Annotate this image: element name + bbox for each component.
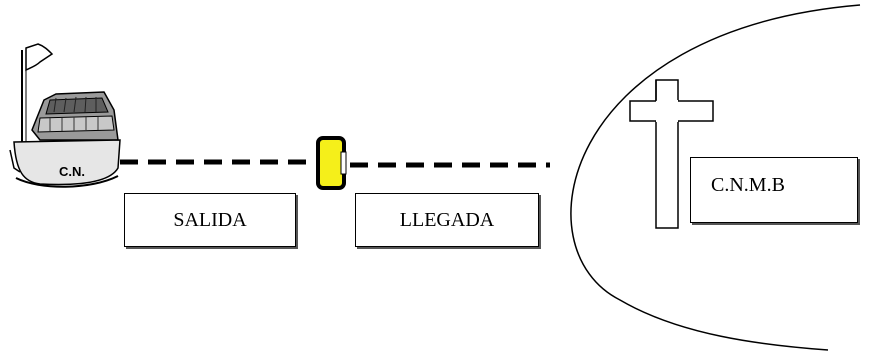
- arrival-label: LLEGADA: [399, 208, 495, 231]
- route-line: [120, 159, 550, 168]
- boat-icon: [9, 43, 121, 188]
- cross-icon: [629, 79, 714, 229]
- boat-name-label: C.N.: [59, 164, 85, 179]
- destination-label: C.N.M.B: [711, 174, 785, 196]
- destination-area-arc: [570, 4, 861, 351]
- departure-label: SALIDA: [173, 208, 247, 231]
- destination-label-box: C.N.M.B: [690, 157, 858, 223]
- flag-icon: [25, 43, 54, 72]
- departure-label-box: SALIDA: [124, 193, 296, 247]
- swimmer-marker-icon: [316, 136, 347, 190]
- arrival-label-box: LLEGADA: [355, 193, 539, 247]
